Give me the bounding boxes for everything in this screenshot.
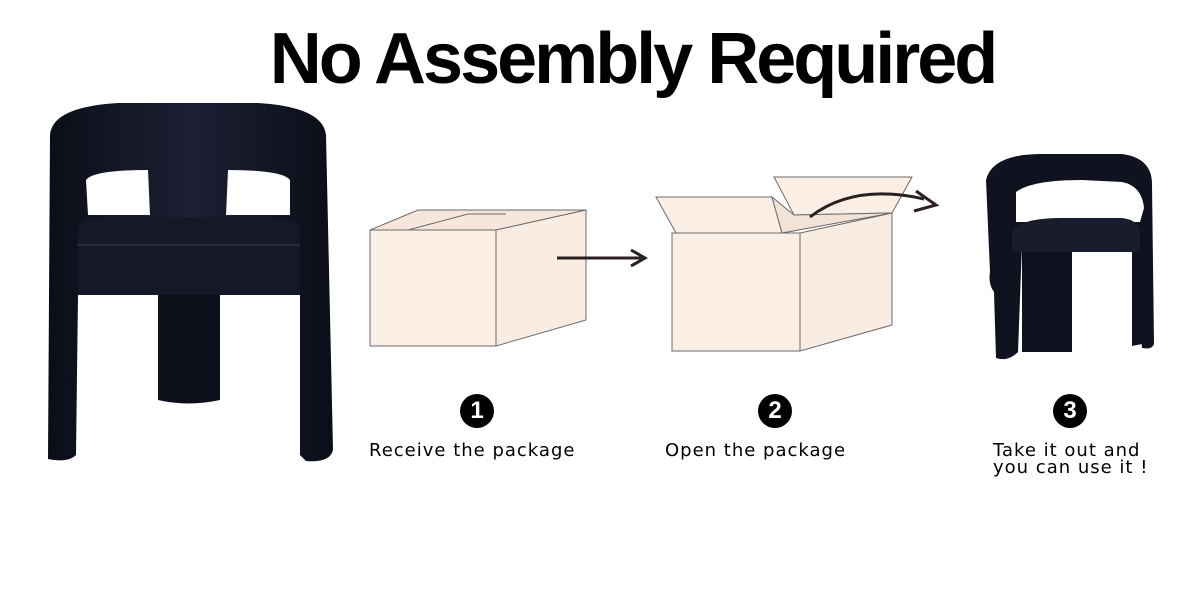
step-3-label: Take it out and you can use it ! [993,440,1149,478]
step-3-label-line1: Take it out and [993,440,1141,461]
step-1-badge: 1 [460,394,494,428]
step-1-label: Receive the package [369,440,576,461]
step-2-badge: 2 [758,394,792,428]
arrow-icon [557,248,649,268]
step-3-badge: 3 [1053,394,1087,428]
closed-box-image [369,209,587,347]
step-3-label-line2: you can use it ! [993,457,1149,478]
step-2-label: Open the package [665,440,847,461]
headline: No Assembly Required [269,19,999,99]
chair-angled-image [986,154,1154,362]
chair-front-image [48,103,333,465]
open-box-image [655,176,940,352]
